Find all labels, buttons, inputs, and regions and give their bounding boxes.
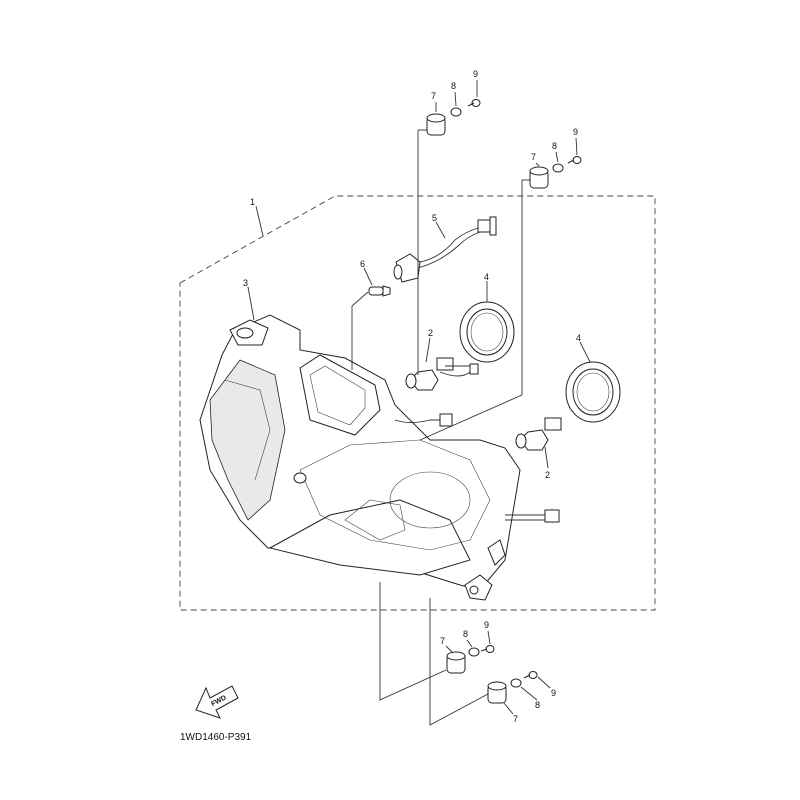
- callout-4-lower: 4: [576, 333, 581, 343]
- callout-9-group2: 9: [573, 127, 578, 137]
- diagram-code: 1WD1460-P391: [180, 732, 252, 743]
- fastener-group-4: [487, 671, 538, 704]
- callout-7-group3: 7: [440, 636, 445, 646]
- headlight-housing: [199, 314, 521, 601]
- bulb-socket-upper: [405, 357, 479, 391]
- callout-7-group4: 7: [513, 714, 518, 724]
- callout-8-group1: 8: [451, 81, 456, 91]
- callout-9-group4: 9: [551, 688, 556, 698]
- callout-3: 3: [243, 278, 248, 288]
- callout-7-group1: 7: [431, 91, 436, 101]
- callout-2-upper: 2: [428, 328, 433, 338]
- socket-cord: [393, 216, 497, 283]
- lamp-seal-upper: [459, 301, 515, 363]
- fwd-arrow-icon: FWD: [195, 685, 239, 719]
- callout-4-upper: 4: [484, 272, 489, 282]
- callout-2-lower: 2: [545, 470, 550, 480]
- fastener-group-2: [529, 156, 582, 189]
- fastener-group-1: [426, 99, 481, 136]
- callout-8-group3: 8: [463, 629, 468, 639]
- callout-9-group1: 9: [473, 69, 478, 79]
- leader-lines: [351, 129, 530, 726]
- callout-8-group4: 8: [535, 700, 540, 710]
- callout-5: 5: [432, 213, 437, 223]
- bulb-socket-lower: [515, 417, 562, 451]
- lamp-seal-lower: [565, 361, 621, 423]
- callout-6: 6: [360, 259, 365, 269]
- assembly-boundary: [179, 195, 656, 611]
- callout-9-group3: 9: [484, 620, 489, 630]
- callout-1: 1: [250, 197, 255, 207]
- fastener-group-3: [446, 645, 495, 674]
- callout-7-group2: 7: [531, 152, 536, 162]
- position-bulb: [368, 285, 391, 297]
- callout-8-group2: 8: [552, 141, 557, 151]
